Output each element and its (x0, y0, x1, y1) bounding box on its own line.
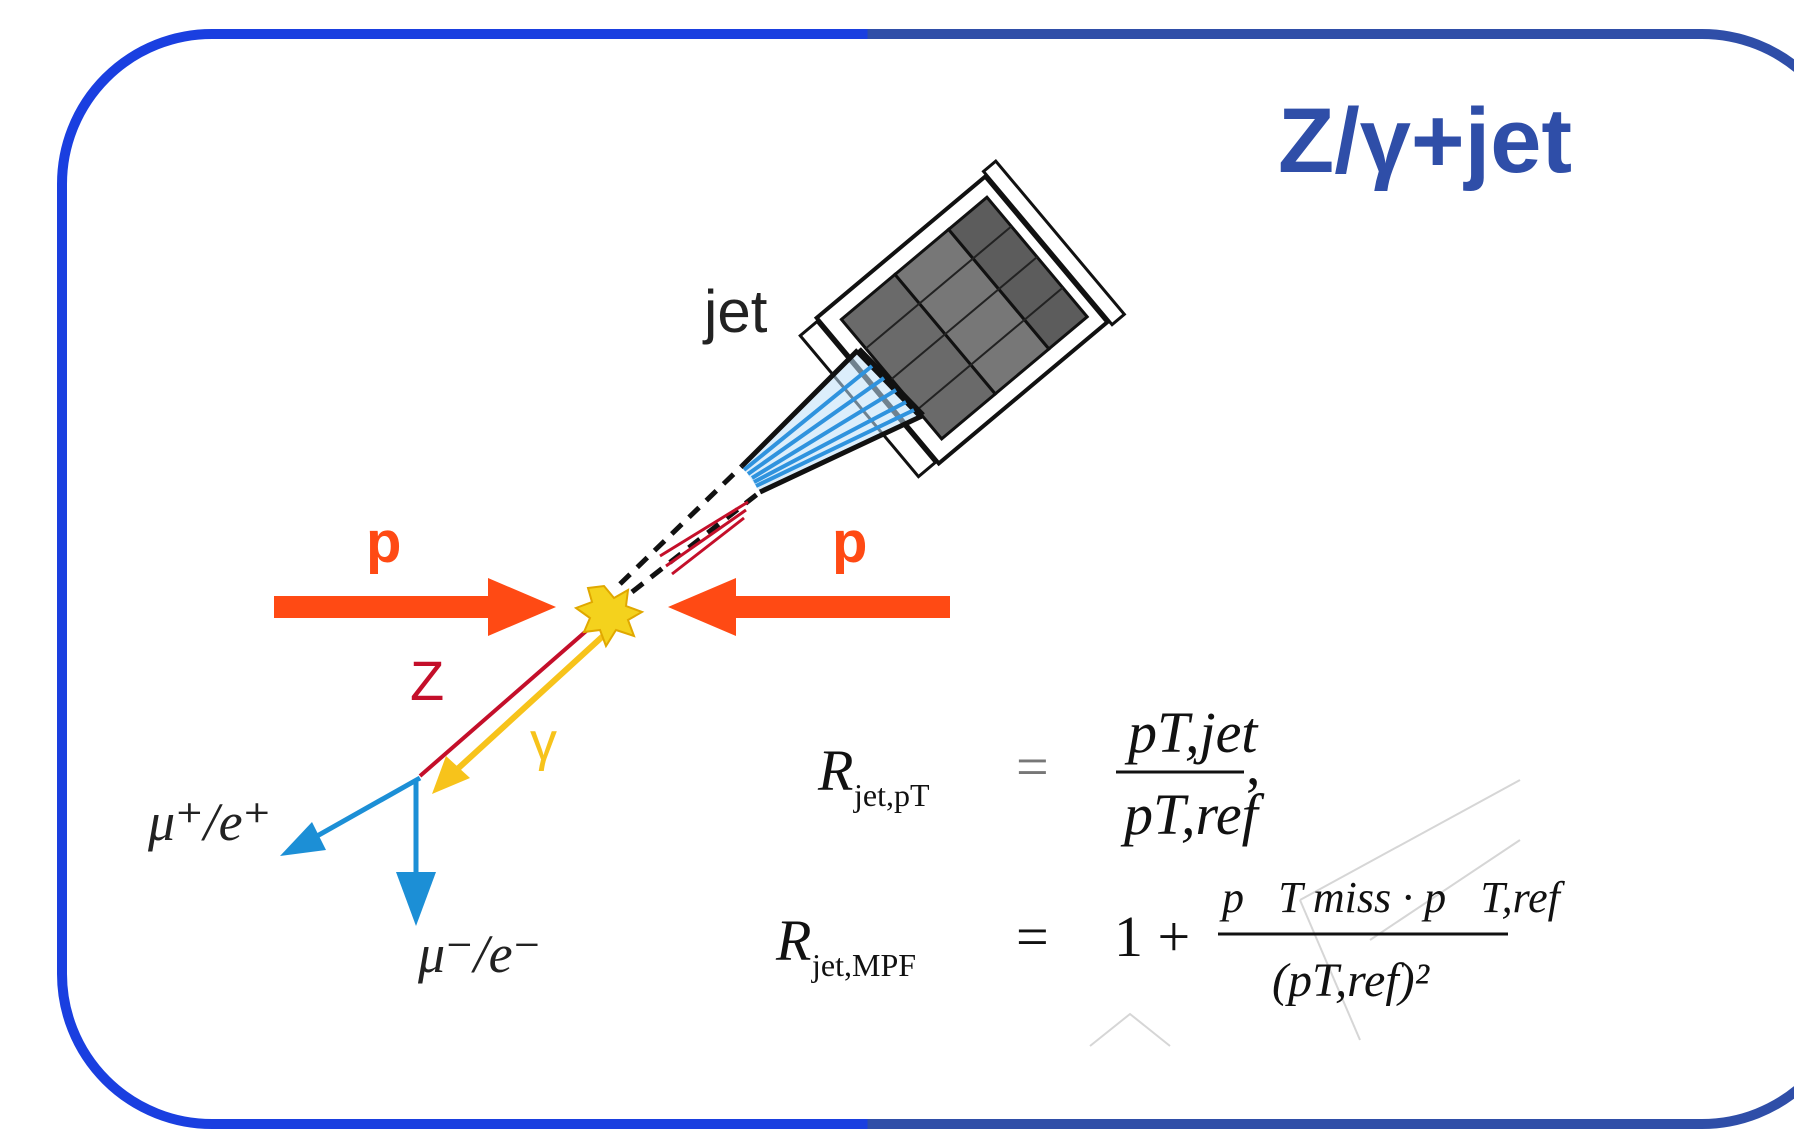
diagram-title: Z/γ+jet (1278, 90, 1572, 192)
z-boson-label: Z (410, 649, 444, 712)
eq2-lhs: R (775, 908, 811, 973)
collision-star-icon (576, 586, 642, 646)
eq1-trailing: , (1246, 732, 1261, 797)
proton-label-left: p (366, 510, 401, 575)
lepton-minus-label: μ⁻/e⁻ (417, 924, 541, 984)
eq2-one-plus: 1 + (1114, 904, 1190, 969)
equation-r-pt: R jet,pT = pT,jet pT,ref , (817, 700, 1265, 847)
eq1-lhs-sub: jet,pT (853, 777, 930, 813)
proton-label-right: p (832, 510, 867, 575)
lepton-plus-label: μ⁺/e⁺ (147, 792, 271, 852)
z-boson-line (420, 612, 608, 776)
eq1-numerator: pT,jet (1124, 700, 1259, 765)
eq2-numerator: p⃗T miss · p⃗T,ref (1219, 873, 1566, 922)
eq2-lhs-sub: jet,MPF (811, 947, 916, 983)
jet-label: jet (702, 278, 768, 345)
rounded-frame (62, 34, 1794, 1124)
eq1-lhs: R (817, 738, 853, 803)
photon-label: γ (530, 712, 557, 772)
eq1-denominator: pT,ref (1120, 782, 1265, 847)
jet-cone (620, 350, 922, 592)
eq1-equals: = (1016, 734, 1049, 799)
eq2-equals: = (1016, 904, 1049, 969)
proton-arrow-right (668, 578, 950, 636)
eq2-denominator: (pT,ref)² (1272, 954, 1431, 1007)
equation-r-mpf: R jet,MPF = 1 + p⃗T miss · p⃗T,ref (pT,r… (775, 873, 1566, 1007)
proton-arrow-left (274, 578, 556, 636)
lepton-minus-arrow (396, 782, 436, 926)
lepton-plus-arrow (280, 778, 420, 856)
photon-arrow (432, 626, 614, 794)
